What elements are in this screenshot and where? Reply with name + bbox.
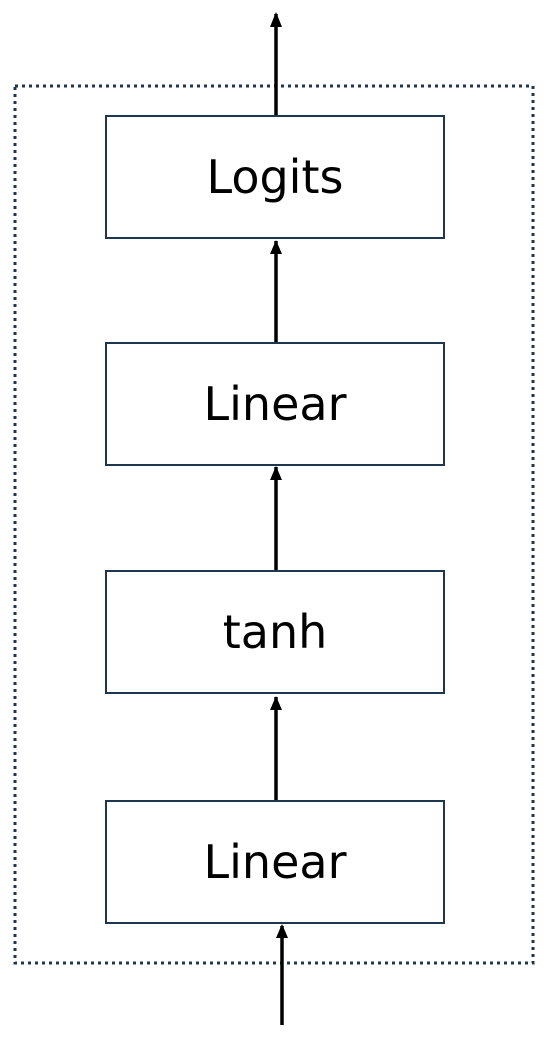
linear-box-upper: Linear bbox=[105, 342, 445, 466]
linear-label-upper: Linear bbox=[203, 377, 347, 431]
linear-box-lower: Linear bbox=[105, 800, 445, 924]
arrow-tanh-to-linear2-head bbox=[270, 466, 282, 480]
tanh-label: tanh bbox=[222, 605, 328, 659]
linear-label-lower: Linear bbox=[203, 835, 347, 889]
tanh-box: tanh bbox=[105, 570, 445, 694]
input-arrow-head bbox=[276, 924, 288, 938]
arrow-linear1-to-tanh-head bbox=[270, 696, 282, 710]
logits-box: Logits bbox=[105, 115, 445, 239]
logits-label: Logits bbox=[206, 150, 344, 204]
arrow-linear2-to-logits-head bbox=[270, 240, 282, 254]
output-arrow-head bbox=[270, 12, 282, 27]
dotted-frame bbox=[13, 84, 535, 965]
